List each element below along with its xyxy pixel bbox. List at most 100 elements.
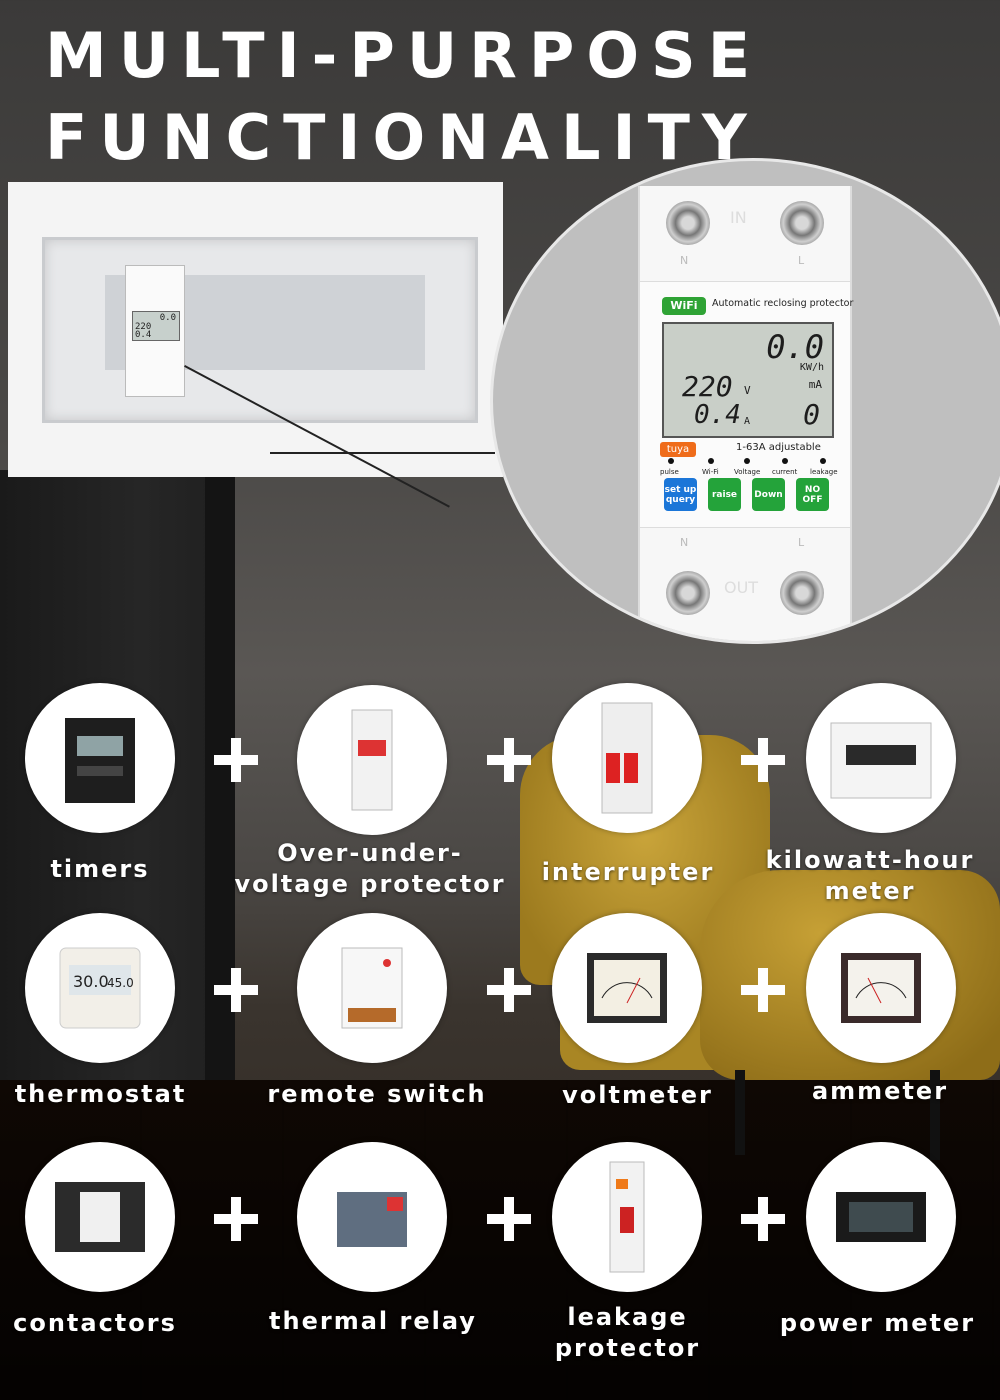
label-ammeter: ammeter <box>811 1077 949 1105</box>
lcd-voltage-unit: V <box>744 384 751 397</box>
plus-icon <box>214 738 258 782</box>
box-interior: 0.0 220 0.4 <box>42 237 478 423</box>
screw-icon <box>780 201 824 245</box>
label-power-meter: power meter <box>779 1309 976 1337</box>
lcd-current: 0.4 <box>694 400 741 430</box>
lcd-voltage: 220 <box>682 370 733 403</box>
installed-device: 0.0 220 0.4 <box>125 265 185 397</box>
wifi-led <box>708 458 714 464</box>
mini-lcd-top: 0.0 <box>159 313 176 323</box>
plus-icon <box>741 1197 785 1241</box>
down-button[interactable]: Down <box>752 478 785 511</box>
voltage-led <box>744 458 750 464</box>
installed-device-lcd: 0.0 220 0.4 <box>132 311 180 341</box>
plus-icon <box>487 968 531 1012</box>
screw-icon <box>666 201 710 245</box>
label-timers: timers <box>50 855 150 883</box>
page-title: MULTI-PURPOSE FUNCTIONALITY <box>45 15 762 179</box>
kwh-meter-icon <box>830 722 932 799</box>
voltmeter-icon <box>587 953 667 1023</box>
lcd-current-unit: A <box>744 416 751 427</box>
plus-icon <box>487 1197 531 1241</box>
out-label: OUT <box>724 578 759 597</box>
leakage-protector-image <box>552 1142 702 1292</box>
thermal-relay-icon <box>337 1192 407 1247</box>
neutral-label: N <box>680 254 689 267</box>
chair-leg <box>930 1070 940 1160</box>
thermostat-icon: 30.045.0 <box>59 947 141 1029</box>
live-label: L <box>798 254 805 267</box>
indicator-wifi: Wi-Fi <box>702 468 719 476</box>
plus-icon <box>741 968 785 1012</box>
kwh-meter-image <box>806 683 956 833</box>
zoom-circle: IN N L WiFi Automatic reclosing protecto… <box>490 158 1000 644</box>
contactor-image <box>25 1142 175 1292</box>
chair-leg <box>735 1070 745 1155</box>
label-thermal-relay: thermal relay <box>269 1307 477 1335</box>
lcd-leak-unit: mA <box>808 378 822 391</box>
raise-button[interactable]: raise <box>708 478 741 511</box>
neutral-label-out: N <box>680 536 689 549</box>
wifi-badge: WiFi <box>662 297 706 315</box>
label-interrupter: interrupter <box>541 858 715 886</box>
leakage-protector-icon <box>609 1161 645 1273</box>
remote-switch-image <box>297 913 447 1063</box>
plus-icon <box>741 738 785 782</box>
label-kwh-meter: kilowatt-hour meter <box>765 846 975 905</box>
distribution-box: 0.0 220 0.4 <box>8 182 503 477</box>
indicator-leakage: leakage <box>810 468 838 476</box>
in-label: IN <box>730 208 747 227</box>
voltmeter-image <box>552 913 702 1063</box>
remote-switch-icon <box>341 947 403 1029</box>
device-face: WiFi Automatic reclosing protector 0.0 K… <box>640 281 854 528</box>
indicator-pulse: pulse <box>660 468 679 476</box>
timer-icon <box>65 718 135 803</box>
label-voltmeter: voltmeter <box>562 1081 713 1109</box>
current-led <box>782 458 788 464</box>
ammeter-icon <box>841 953 921 1023</box>
label-remote-switch: remote switch <box>267 1080 487 1108</box>
screw-icon <box>780 571 824 615</box>
ammeter-image <box>806 913 956 1063</box>
setup-query-button[interactable]: set up query <box>664 478 697 511</box>
plus-icon <box>214 968 258 1012</box>
mini-lcd-bottom: 0.4 <box>135 330 152 340</box>
interrupter-icon <box>601 702 653 814</box>
thermostat-right-value: 45.0 <box>107 976 134 990</box>
pulse-led <box>668 458 674 464</box>
lcd-display: 0.0 KW/h 220 V mA 0.4 A 0 <box>662 322 834 438</box>
lcd-leakage: 0 <box>803 398 820 431</box>
callout-line-horizontal <box>270 452 495 454</box>
title-line-2: FUNCTIONALITY <box>45 101 759 174</box>
lcd-energy: 0.0 <box>766 328 824 366</box>
plus-icon <box>487 738 531 782</box>
thermal-relay-image <box>297 1142 447 1292</box>
indicator-current: current <box>772 468 798 476</box>
lcd-energy-unit: KW/h <box>799 362 824 373</box>
tuya-logo: tuya <box>660 442 696 457</box>
plus-icon <box>214 1197 258 1241</box>
label-voltage-protector: Over-under-voltage protector <box>234 839 506 898</box>
live-label-out: L <box>798 536 805 549</box>
power-meter-image <box>806 1142 956 1292</box>
timer-image <box>25 683 175 833</box>
screw-icon <box>666 571 710 615</box>
leakage-led <box>820 458 826 464</box>
label-contactors: contactors <box>13 1309 177 1337</box>
mini-lcd-left: 220 <box>135 322 152 332</box>
power-meter-icon <box>836 1192 926 1242</box>
range-label: 1-63A adjustable <box>736 442 821 453</box>
label-leakage-protector: leakage protector <box>554 1303 701 1362</box>
voltage-protector-image <box>297 685 447 835</box>
contactor-icon <box>55 1182 145 1252</box>
on-off-button[interactable]: NO OFF <box>796 478 829 511</box>
device-name: Automatic reclosing protector <box>712 298 854 309</box>
reclosing-protector: IN N L WiFi Automatic reclosing protecto… <box>638 186 854 641</box>
voltage-protector-icon <box>351 709 393 811</box>
thermostat-left-value: 30.0 <box>73 972 109 991</box>
title-line-1: MULTI-PURPOSE <box>45 19 763 92</box>
label-thermostat: thermostat <box>14 1080 187 1108</box>
indicator-voltage: Voltage <box>734 468 761 476</box>
interrupter-image <box>552 683 702 833</box>
